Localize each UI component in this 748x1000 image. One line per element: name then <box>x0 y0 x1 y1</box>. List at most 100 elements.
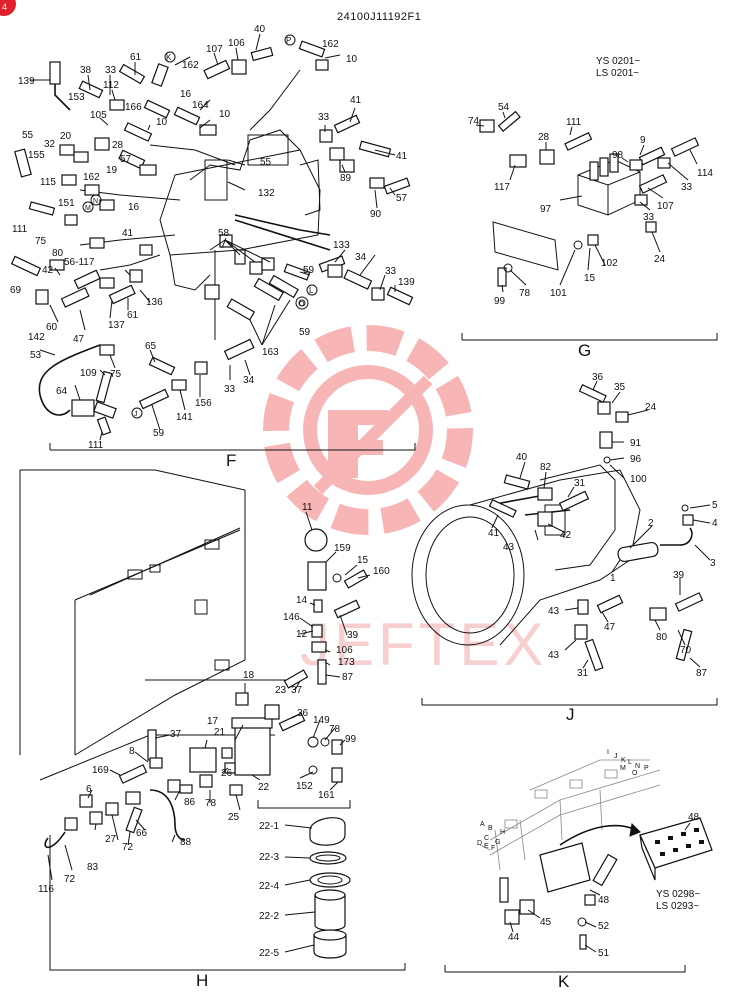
callout-h-18: 18 <box>243 670 255 681</box>
callout-g-97: 97 <box>540 204 552 215</box>
flywheel <box>411 504 525 646</box>
callout-f-n: N <box>93 198 98 205</box>
callout-f-16-b: 16 <box>128 202 140 213</box>
serial-note-g-2: LS 0201~ <box>596 68 639 79</box>
section-f <box>10 33 416 451</box>
callout-h-22-2: 22-2 <box>259 911 279 922</box>
callout-f-162-c: 162 <box>83 172 100 183</box>
callout-f-136: 136 <box>146 297 163 308</box>
callout-f-56-117: 56-117 <box>64 257 95 268</box>
callout-f-l: L <box>309 286 314 295</box>
callout-f-111-a: 111 <box>12 224 28 235</box>
callout-h-14: 14 <box>296 595 308 606</box>
callout-g-24: 24 <box>654 254 666 265</box>
callout-f-57-b: 57 <box>396 193 408 204</box>
callout-k-g: G <box>495 839 500 846</box>
callout-h-26: 26 <box>221 768 233 779</box>
callout-f-112: 112 <box>103 80 119 91</box>
callout-k-48-a: 48 <box>688 812 700 823</box>
callout-j-43-a: 43 <box>503 542 515 553</box>
callout-f-106: 106 <box>228 38 245 49</box>
callout-j-36: 36 <box>592 372 604 383</box>
frame-outline <box>20 469 246 756</box>
callout-k-e: E <box>484 843 489 850</box>
callout-g-33-a: 33 <box>681 182 693 193</box>
callout-g-15: 15 <box>584 273 596 284</box>
callout-j-41: 41 <box>488 528 500 539</box>
callout-f-111-b: 111 <box>88 440 104 451</box>
callout-f-38: 38 <box>80 65 92 76</box>
callout-k-n: N <box>635 763 640 770</box>
callout-h-173: 173 <box>338 657 355 668</box>
corner-badge: 4 <box>0 0 16 16</box>
callout-j-5: 5 <box>712 500 718 511</box>
callout-h-22-5: 22-5 <box>259 948 279 959</box>
section-j <box>411 380 718 706</box>
callout-f-164: 164 <box>192 100 209 111</box>
callout-h-116: 116 <box>38 884 54 895</box>
filter-22 <box>234 724 271 776</box>
callout-k-i: I <box>607 749 609 756</box>
callout-f-155: 155 <box>28 150 45 161</box>
callout-f-65: 65 <box>145 341 157 352</box>
callout-j-4: 4 <box>712 518 718 529</box>
callout-h-15: 15 <box>357 555 369 566</box>
callout-f-142: 142 <box>28 332 45 343</box>
callout-f-53: 53 <box>30 350 42 361</box>
callout-h-161: 161 <box>318 790 335 801</box>
callout-h-87: 87 <box>342 672 354 683</box>
hose-53 <box>38 344 101 416</box>
callout-j-31-a: 31 <box>574 478 586 489</box>
callout-g-101: 101 <box>550 288 567 299</box>
callout-g-28: 28 <box>538 132 550 143</box>
callout-f-41-a: 41 <box>350 95 362 106</box>
serial-note-k-2: LS 0293~ <box>656 901 699 912</box>
callout-j-43-b: 43 <box>548 606 560 617</box>
callout-k-52: 52 <box>598 921 610 932</box>
callout-j-31-b: 31 <box>577 668 589 679</box>
callout-f-20: 20 <box>60 131 72 142</box>
doc-code: 24100J11192F1 <box>337 11 421 23</box>
callout-h-99: 99 <box>345 734 357 745</box>
callout-f-m: M <box>85 205 91 212</box>
callout-j-47: 47 <box>604 622 616 633</box>
callout-k-l: L <box>628 759 632 766</box>
callout-f-33: 33 <box>105 65 117 76</box>
callout-f-107: 107 <box>206 44 223 55</box>
callout-h-37-a: 37 <box>291 685 303 696</box>
callout-f-p: P <box>286 36 291 45</box>
callout-f-16-a: 16 <box>180 89 192 100</box>
callout-f-75-b: 75 <box>110 369 122 380</box>
callout-h-86: 86 <box>184 797 196 808</box>
callout-f-10-a: 10 <box>346 54 358 65</box>
callout-f-41-c: 41 <box>122 228 134 239</box>
callout-g-9: 9 <box>640 135 646 146</box>
callout-f-132: 132 <box>258 188 275 199</box>
callout-f-40: 40 <box>254 24 266 35</box>
callout-j-70: 70 <box>680 645 692 656</box>
callout-k-a: A <box>480 821 485 828</box>
callout-f-55-b: 55 <box>260 157 272 168</box>
section-k <box>444 759 713 973</box>
callout-h-12: 12 <box>296 629 308 640</box>
callout-f-163: 163 <box>262 347 279 358</box>
callout-h-72-a: 72 <box>122 842 134 853</box>
callout-h-146: 146 <box>283 612 300 623</box>
callout-h-160: 160 <box>373 566 390 577</box>
callout-j-35: 35 <box>614 382 626 393</box>
callout-j-43-c: 43 <box>548 650 560 661</box>
callout-g-54: 54 <box>498 102 510 113</box>
callout-h-106: 106 <box>336 645 353 656</box>
callout-h-66: 66 <box>136 828 148 839</box>
callout-f-69: 69 <box>10 285 22 296</box>
callout-h-72-b: 72 <box>64 874 76 885</box>
callout-f-162-b: 162 <box>322 39 339 50</box>
section-h <box>19 469 406 971</box>
callout-j-40: 40 <box>516 452 528 463</box>
callout-f-19: 19 <box>106 165 118 176</box>
callout-k-45: 45 <box>540 917 552 928</box>
callout-f-166: 166 <box>125 102 142 113</box>
callout-h-27: 27 <box>105 834 117 845</box>
callout-f-139-b: 139 <box>398 277 415 288</box>
callout-g-114: 114 <box>697 168 713 179</box>
